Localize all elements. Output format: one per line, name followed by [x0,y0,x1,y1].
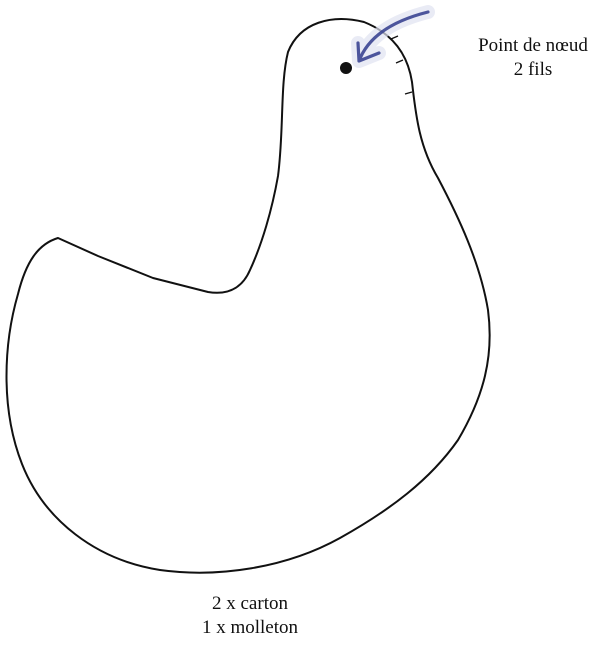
tick-mark-3 [404,91,413,95]
knot-point-label-line-1: Point de nœud [478,35,588,56]
tick-mark-2 [395,59,404,64]
cut-instructions-label: 2 x carton 1 x molleton [160,592,340,640]
knot-point-label-line-2: 2 fils [513,59,553,80]
cut-instructions-line-1: 2 x carton [212,593,288,614]
knot-point-label: Point de nœud 2 fils [452,34,614,82]
knot-point-dot [340,62,352,74]
bird-pattern-outline [5,18,491,574]
tick-mark-1 [390,35,399,40]
cut-instructions-line-2: 1 x molleton [201,617,299,638]
hand-drawn-arrow [356,10,430,63]
